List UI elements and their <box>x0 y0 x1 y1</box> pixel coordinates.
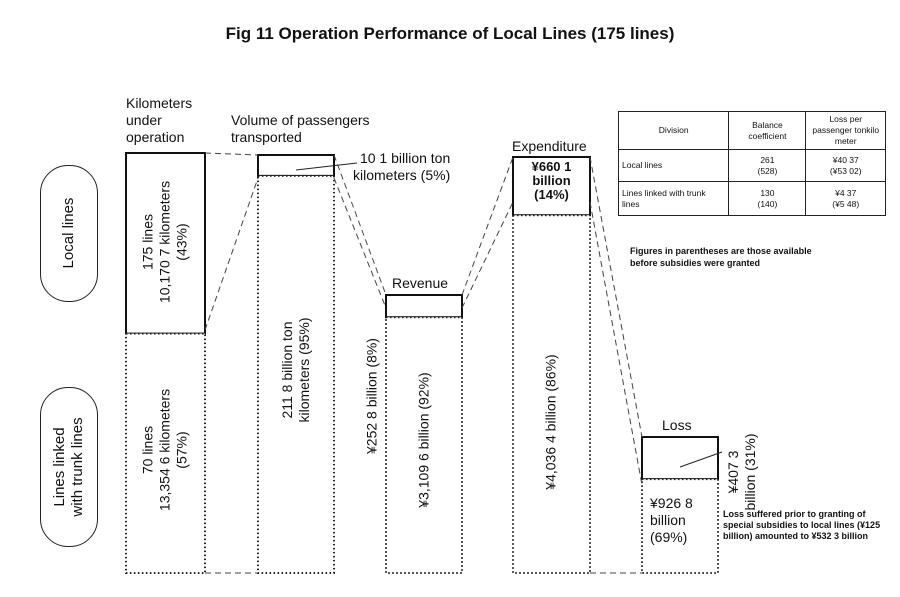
label-line: billion <box>532 173 571 188</box>
legend-header-balance: Balance coefficient <box>728 111 807 150</box>
legend-balance: 261(528) <box>728 149 807 182</box>
label-rev-trunk: ¥3,109 6 billion (92%) <box>415 372 432 508</box>
label-km-trunk: 70 lines 13,354 6 kilometers (57%) <box>140 389 191 511</box>
label-rev-local: ¥252 8 billion (8%) <box>363 338 380 454</box>
header-exp: Expenditure <box>512 138 587 154</box>
row-label-local: Local lines <box>40 165 98 302</box>
header-km-line: under <box>126 112 162 128</box>
label-line: kilometers (95%) <box>296 317 312 423</box>
header-km-line: Kilometers <box>126 95 193 111</box>
connector-lines <box>204 152 643 574</box>
cell-line: (140) <box>757 198 778 209</box>
bar-rev-local <box>385 294 463 319</box>
bar-pax-local <box>257 154 335 177</box>
legend-division: Local lines <box>617 149 730 182</box>
legend-row: Local lines 261(528) ¥40 37(¥53 02) <box>617 149 886 182</box>
header-loss: Loss <box>662 417 692 433</box>
header-pax: Volume of passengers transported <box>231 112 370 146</box>
legend-loss: ¥4 37(¥5 48) <box>805 181 886 216</box>
cell-line: ¥40 37 <box>832 154 859 165</box>
bar-exp-local <box>512 156 591 217</box>
label-pax-local: 10 1 billion ton kilometers (5%) <box>353 150 450 184</box>
label-line: (57%) <box>173 431 190 469</box>
label-line: 175 lines <box>139 213 156 271</box>
cell-line: 130 <box>760 187 775 198</box>
label-line: 10 1 billion ton <box>359 150 451 166</box>
label-line: (14%) <box>534 187 569 202</box>
label-line: kilometers (5%) <box>353 167 451 183</box>
label-line: (43%) <box>173 223 190 261</box>
label-line: (69%) <box>650 529 688 545</box>
header-km: Kilometers under operation <box>126 95 192 146</box>
cell-line: 261 <box>760 154 775 165</box>
legend-division: Lines linked with trunk lines <box>617 181 730 216</box>
label-pax-trunk: 211 8 billion ton kilometers (95%) <box>279 317 313 422</box>
chart-title: Fig 11 Operation Performance of Local Li… <box>225 24 675 43</box>
legend-loss: ¥40 37(¥53 02) <box>805 149 886 182</box>
label-loss-local: ¥407 3 billion (31%) <box>725 433 759 510</box>
bar-loss-trunk <box>641 478 719 574</box>
note-loss: Loss suffered prior to granting of speci… <box>723 509 881 541</box>
legend-header-division: Division <box>617 111 730 150</box>
header-pax-line: transported <box>231 129 302 145</box>
cell-line: (¥5 48) <box>832 198 860 209</box>
bar-rev-trunk <box>385 316 463 574</box>
label-line: 13,354 6 kilometers <box>156 388 173 512</box>
label-line: ¥926 8 <box>650 495 693 511</box>
label-exp-trunk: ¥4,036 4 billion (86%) <box>542 354 559 490</box>
bar-loss-local <box>641 436 719 481</box>
note-parentheses: Figures in parentheses are those availab… <box>630 246 812 268</box>
legend-table: Division Balance coefficient Loss per pa… <box>617 111 886 216</box>
bar-exp-trunk <box>512 214 591 575</box>
label-exp-local: ¥660 1 billion (14%) <box>513 160 590 202</box>
legend-row: Lines linked with trunk lines 130(140) ¥… <box>617 181 886 216</box>
bars-group <box>125 152 719 575</box>
legend-header-loss: Loss per passenger tonkilo meter <box>805 111 886 150</box>
label-loss-trunk: ¥926 8 billion (69%) <box>650 495 693 546</box>
leader-lines <box>295 162 723 468</box>
label-km-local: 175 lines 10,170 7 kilometers (43%) <box>140 181 191 303</box>
row-label-trunk: Lines linked with trunk lines <box>40 387 98 547</box>
label-line: 211 8 billion ton <box>279 321 295 419</box>
cell-line: (¥53 02) <box>829 165 862 176</box>
legend-balance: 130(140) <box>728 181 807 216</box>
header-rev: Revenue <box>392 275 449 291</box>
bar-pax-trunk <box>257 174 335 574</box>
header-km-line: operation <box>126 129 185 145</box>
bar-km-trunk <box>125 332 206 574</box>
legend-header-row: Division Balance coefficient Loss per pa… <box>617 111 886 150</box>
cell-line: (528) <box>757 165 778 176</box>
label-line: ¥660 1 <box>531 159 572 174</box>
cell-line: ¥4 37 <box>835 187 857 198</box>
label-line: 10,170 7 kilometers <box>156 180 173 304</box>
label-line: ¥407 3 <box>725 450 741 494</box>
label-line: 70 lines <box>139 425 156 475</box>
bar-km-local <box>125 152 206 335</box>
header-pax-line: Volume of passengers <box>231 112 370 128</box>
label-line: billion (31%) <box>742 433 758 511</box>
label-line: billion <box>650 512 686 528</box>
